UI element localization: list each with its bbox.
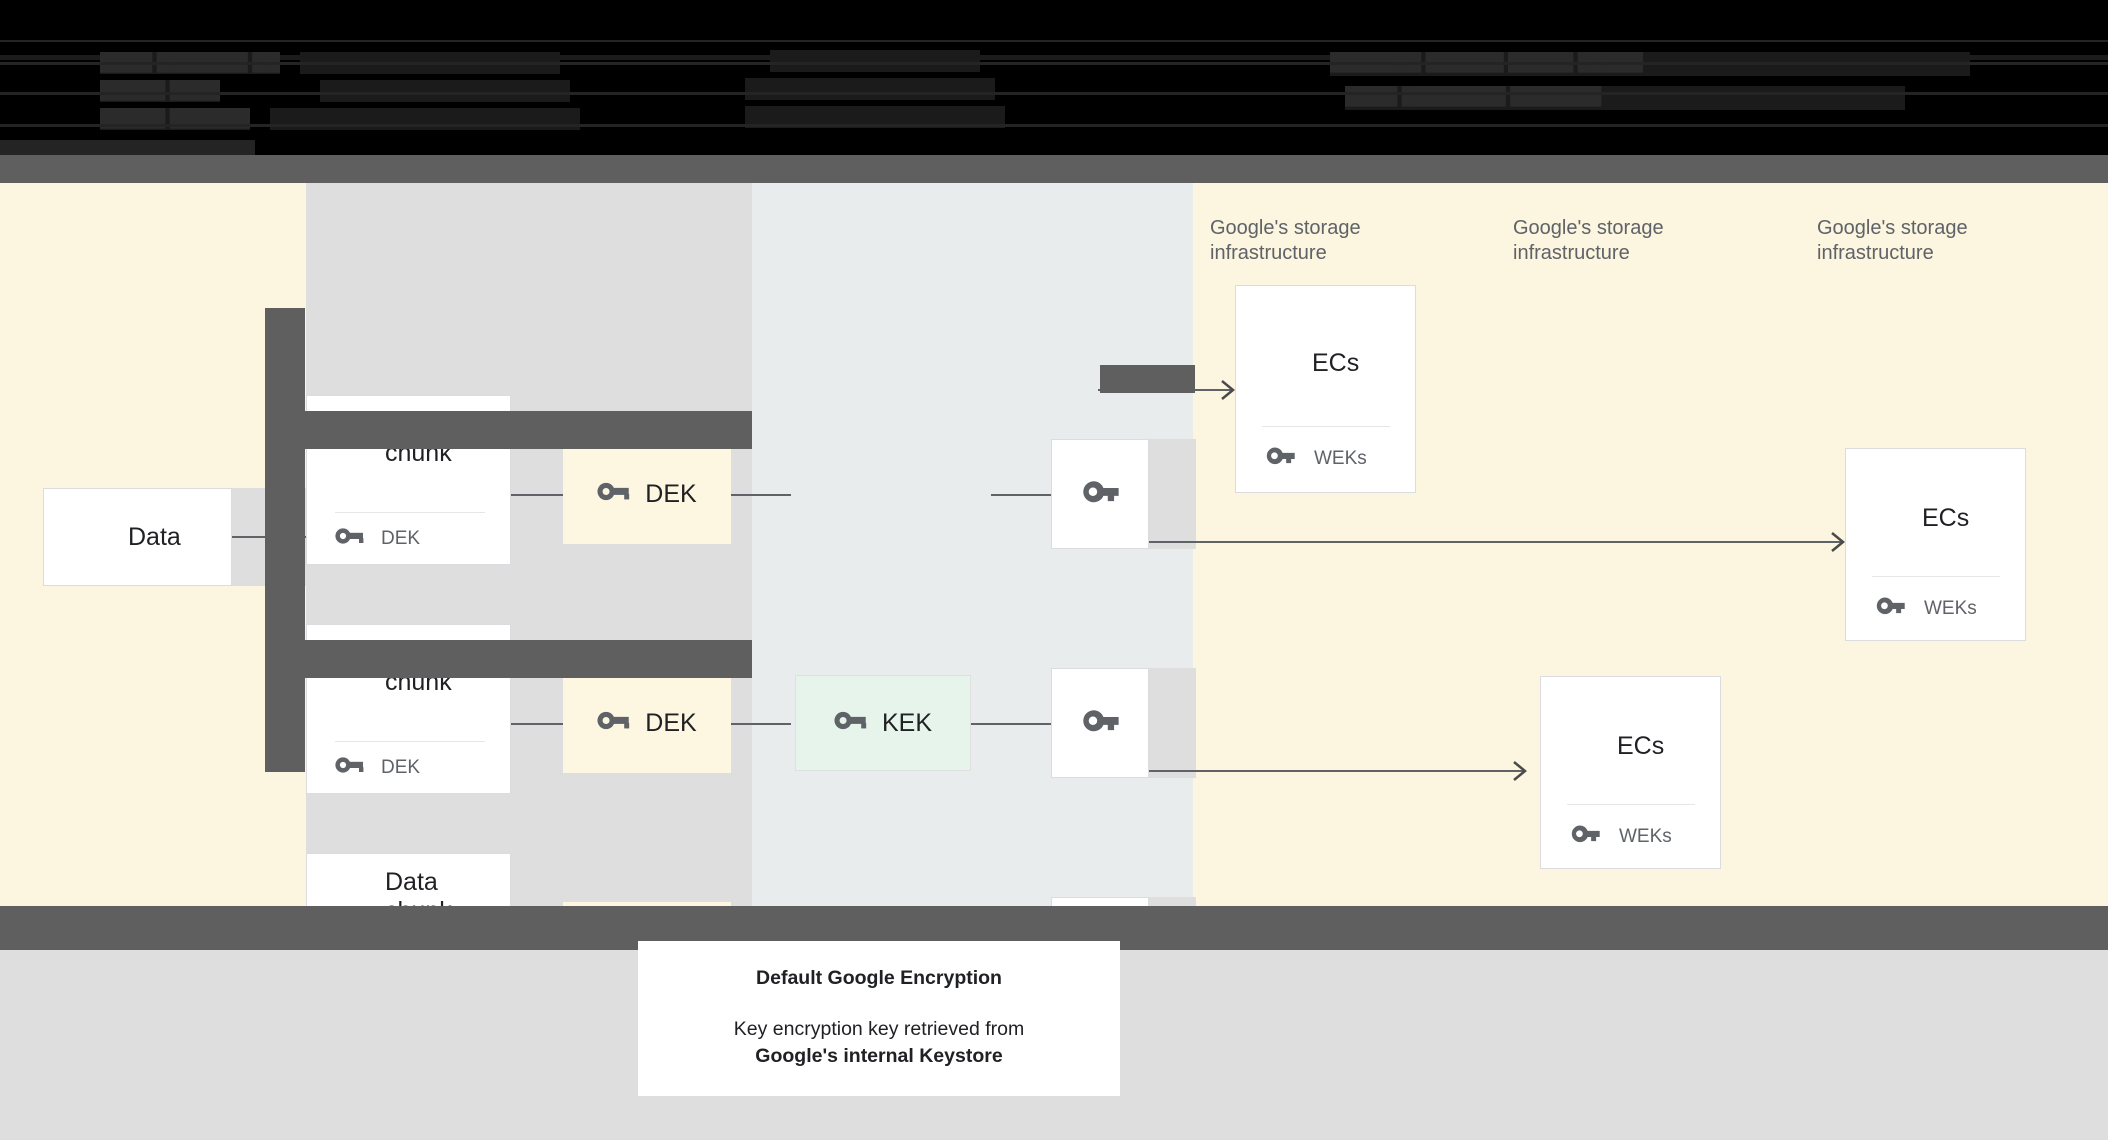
ecs-label: ECs [1922,504,1970,532]
key-icon [597,710,631,736]
dek-chip[interactable]: DEK [563,444,731,544]
key-icon [335,527,365,550]
key-icon [597,481,631,507]
key-icon [1262,445,1298,472]
caption-body-line2: Google's internal Keystore [755,1045,1003,1067]
card-divider [1872,576,2000,577]
data-node-row: Data [78,523,231,552]
card-divider [1262,426,1390,427]
connector-dek1-out [731,494,791,496]
data-node-label: Data [128,522,181,551]
connector-in-wrapped-key-1 [991,494,1051,496]
diagram-canvas: Data Data chunk [0,183,2108,1023]
obscured-rule [0,140,255,155]
key-icon [1078,707,1122,740]
ecs-header-row: ECs [1262,306,1415,420]
obscured-rule [0,92,2108,95]
kek-chip-label: KEK [881,708,933,737]
storage-infrastructure-label: Google's storage infrastructure [1513,217,1664,264]
wrapped-key-node[interactable] [1051,439,1149,549]
ecs-node[interactable]: ECs WEKs [1845,448,2026,641]
obscuring-bar-horizontal [265,411,752,449]
arrow-to-ecs-2 [1149,541,1844,543]
key-icon [1078,478,1122,511]
ecs-label: ECs [1617,732,1665,760]
caption-body: Key encryption key retrieved from Google… [734,1016,1024,1070]
dek-chip-label: DEK [645,479,697,508]
connector-dek2-out [731,723,791,725]
caption-card: Default Google Encryption Key encryption… [638,941,1120,1096]
ecs-key-label: WEKs [1924,597,1977,619]
ecs-key-row: WEKs [1567,823,1720,850]
arrowhead-icon [1221,380,1235,400]
data-chunk-key-label: DEK [381,527,421,549]
arrow-to-ecs-3 [1149,770,1524,772]
banner-underlay [0,55,2108,60]
obscuring-bar-key [1100,365,1195,393]
obscured-text-line [745,78,995,100]
obscured-text-line [745,106,1005,128]
data-node[interactable]: Data [43,488,232,586]
card-divider [1567,804,1695,805]
key-icon [1567,823,1603,850]
dek-chip[interactable]: DEK [563,673,731,773]
connector-chunk1-to-dek1 [511,494,563,496]
key-icon [335,756,365,779]
connector-chunk2-to-dek2 [511,723,563,725]
obscured-rule [0,62,2108,65]
ecs-label: ECs [1312,348,1360,377]
storage-infrastructure-label: Google's storage infrastructure [1817,217,1968,264]
obscured-text-line-right: ████ ████████ ███████ [1345,86,1905,110]
caption-title: Default Google Encryption [756,967,1002,989]
obscuring-bar-vertical [265,308,305,772]
chunk-key-row: DEK [335,527,510,550]
ecs-header-row: ECs [1567,695,1720,798]
obscured-rule [0,124,2108,127]
data-chunk-key-label: DEK [381,756,421,778]
storage-infrastructure-label: Google's storage infrastructure [1210,217,1361,264]
obscured-text-line [320,80,570,102]
ecs-key-row: WEKs [1872,595,2025,622]
ecs-header-row: ECs [1872,467,2025,570]
obscured-top-banner: ████ ███████ ██████ █████ ██████████ ███… [0,0,2108,155]
key-icon [834,710,868,736]
kek-chip[interactable]: KEK [795,675,971,771]
wrapped-key-node[interactable] [1051,668,1149,778]
connector-kek-out [971,723,1051,725]
caption-body-line1: Key encryption key retrieved from [733,1018,1025,1040]
ecs-key-label: WEKs [1619,825,1672,847]
chunk-key-row: DEK [335,756,510,779]
obscured-text-line [770,50,980,72]
arrowhead-icon [1831,532,1845,552]
dek-chip-label: DEK [645,708,697,737]
ecs-key-row: WEKs [1262,445,1415,472]
arrowhead-icon [1513,761,1527,781]
key-icon [1872,595,1908,622]
ecs-node[interactable]: ECs WEKs [1540,676,1721,869]
card-divider [335,512,485,513]
obscured-text-line: █████ ██████████ ██████ [100,80,220,102]
top-divider-bar [0,155,2108,183]
obscured-rule [0,40,2108,42]
obscuring-bar-horizontal [265,640,752,678]
ecs-key-label: WEKs [1314,447,1367,469]
card-divider [335,741,485,742]
ecs-node[interactable]: ECs WEKs [1235,285,1416,493]
